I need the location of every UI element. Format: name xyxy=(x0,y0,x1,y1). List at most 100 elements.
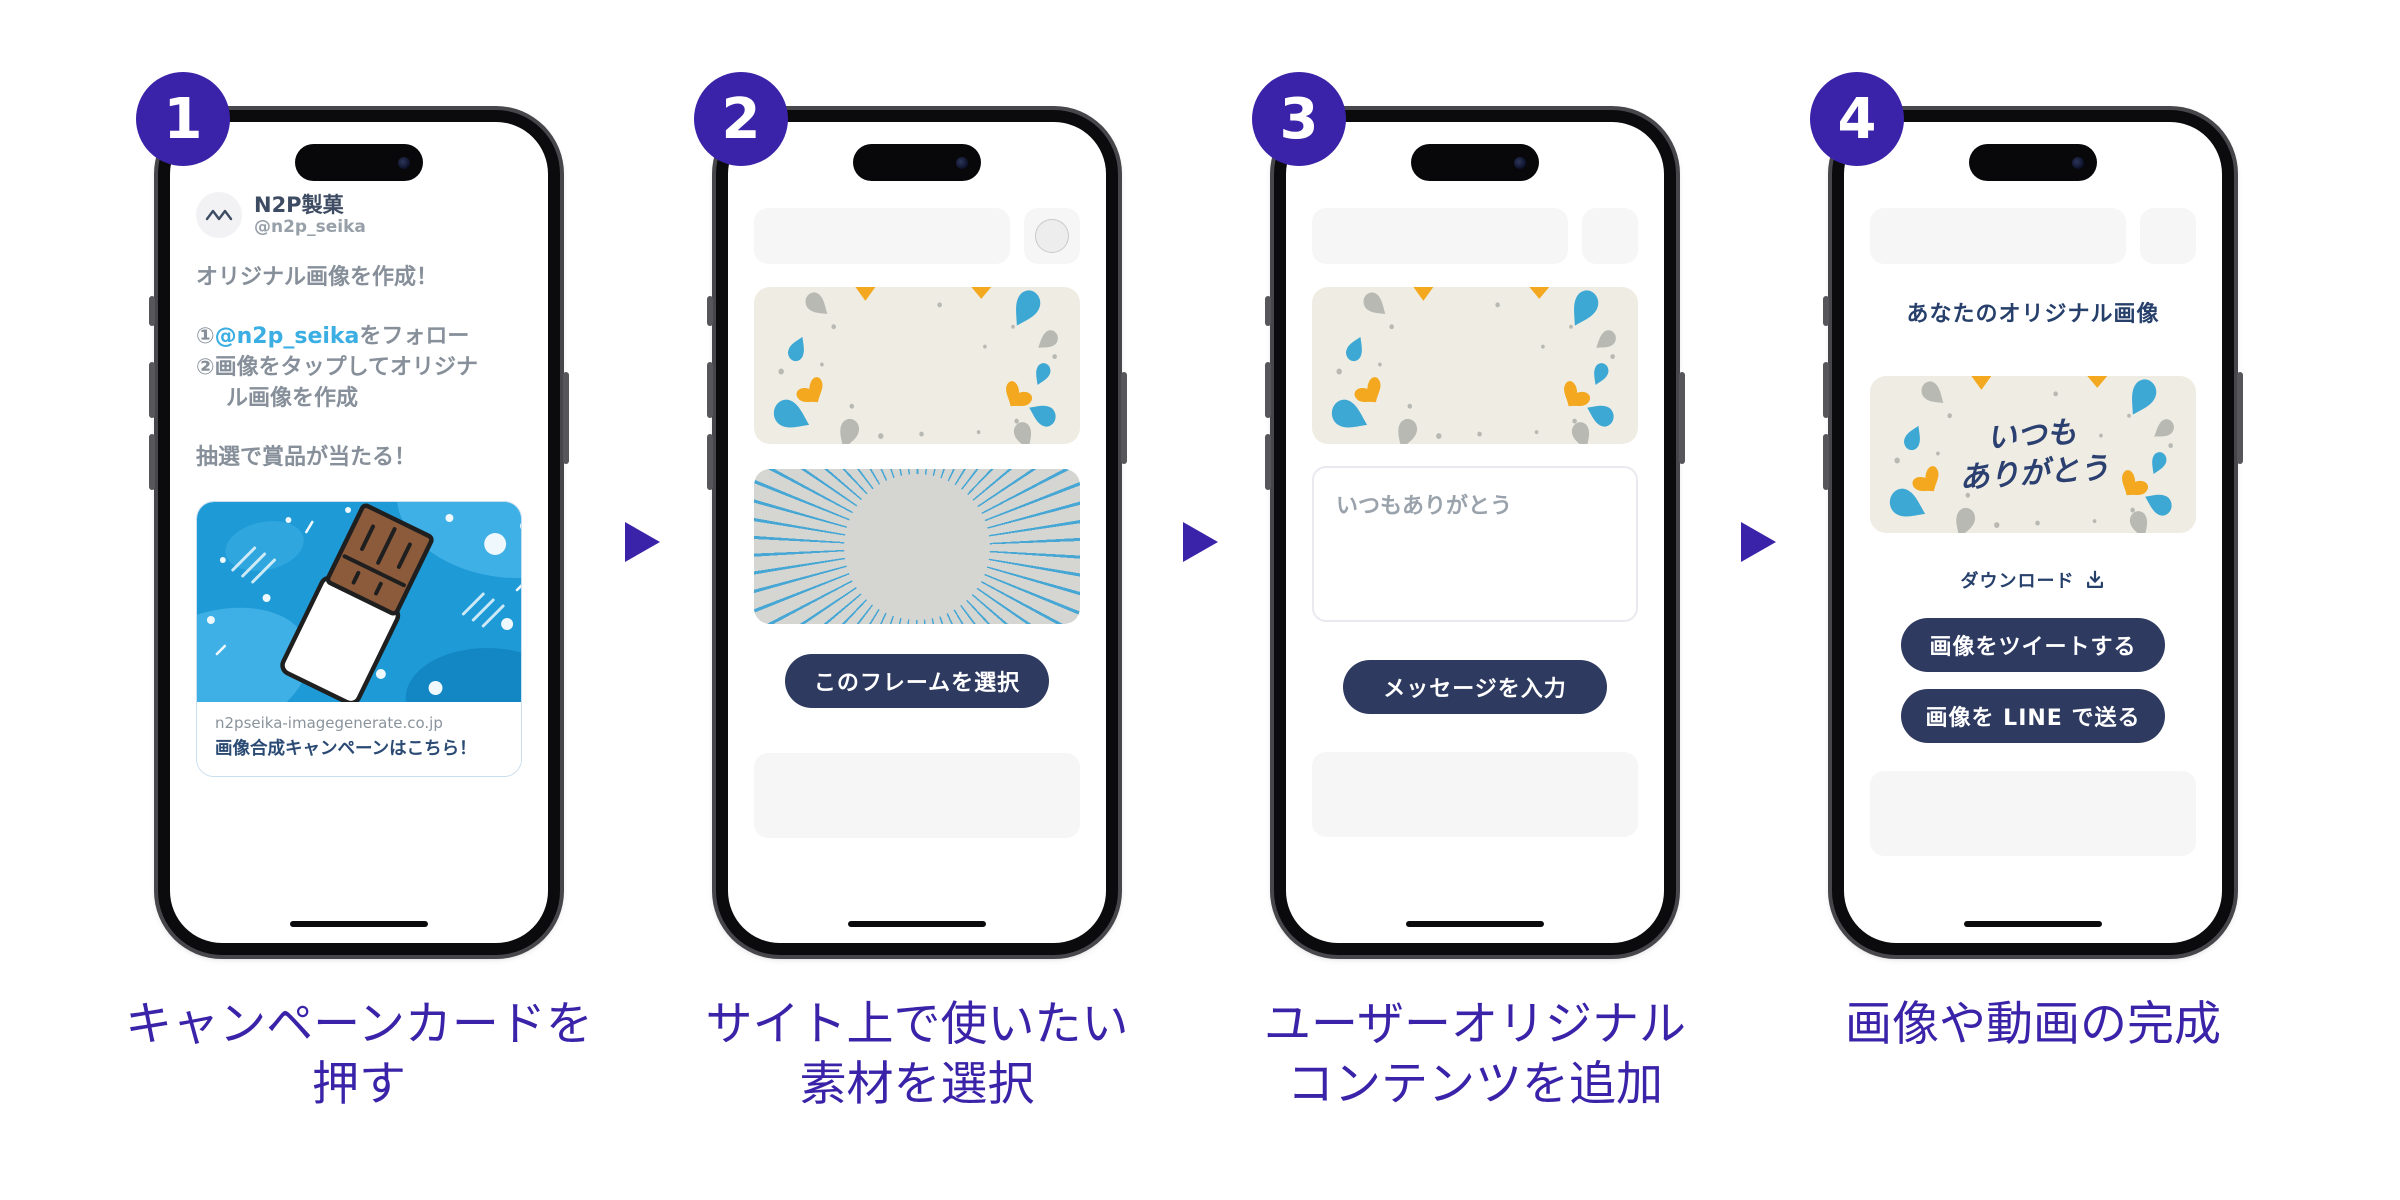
phone-side-button xyxy=(149,362,155,418)
phone-side-button xyxy=(2237,372,2243,464)
message-textarea[interactable]: いつもありがとう xyxy=(1312,466,1638,622)
phone-3-screen: いつもありがとう メッセージを入力 xyxy=(1286,122,1664,943)
header-row xyxy=(1870,208,2196,264)
camera-icon xyxy=(1514,156,1526,169)
phone-1: N2P製菓 @n2p_seika オリジナル画像を作成！ ①@n2p_seika… xyxy=(149,110,569,955)
tweet-steps: ①@n2p_seikaをフォロー ②画像をタップしてオリジナ ル画像を作成 xyxy=(196,324,478,411)
step-2: 2 xyxy=(694,72,1129,1115)
sunburst-center xyxy=(844,473,990,620)
camera-icon xyxy=(398,156,410,169)
tweet-prize: 抽選で賞品が当たる！ xyxy=(196,445,417,470)
header-placeholder xyxy=(1870,208,2126,264)
step-2-badge: 2 xyxy=(694,72,788,166)
phone-side-button xyxy=(563,372,569,464)
step-4-caption: 画像や動画の完成 xyxy=(1845,997,2221,1052)
tweet-image-button[interactable]: 画像をツイートする xyxy=(1901,618,2165,672)
chocolate-bar-illustration xyxy=(280,503,434,702)
content-placeholder xyxy=(1870,771,2196,856)
download-link[interactable]: ダウンロード xyxy=(1870,567,2196,593)
arrow-2 xyxy=(1126,110,1274,562)
phone-4-screen: あなたのオリジナル画像 いつも ありがとう ダウンロード xyxy=(1844,122,2222,943)
home-indicator xyxy=(1964,921,2102,927)
wave-logo-icon xyxy=(205,209,233,221)
header-avatar-placeholder xyxy=(1024,208,1080,264)
phone-side-button xyxy=(1823,296,1829,326)
arrow-1 xyxy=(568,110,716,562)
mention-link[interactable]: @n2p_seika xyxy=(214,324,360,349)
phone-side-button xyxy=(707,434,713,490)
phone-side-button xyxy=(1679,372,1685,464)
arrow-right-icon xyxy=(624,522,660,562)
phone-2: このフレームを選択 xyxy=(707,110,1127,955)
step-3: 3 xyxy=(1252,72,1686,1115)
download-icon xyxy=(2086,570,2103,588)
home-indicator xyxy=(290,921,428,927)
arrow-right-icon xyxy=(1182,522,1218,562)
enter-message-button[interactable]: メッセージを入力 xyxy=(1343,660,1607,714)
arrow-right-icon xyxy=(1740,522,1776,562)
campaign-card-title: 画像合成キャンペーンはこちら！ xyxy=(215,739,477,759)
phone-side-button xyxy=(1121,372,1127,464)
step-4-badge: 4 xyxy=(1810,72,1904,166)
dynamic-island xyxy=(295,144,423,181)
selected-frame-preview xyxy=(1312,287,1638,444)
camera-icon xyxy=(2072,156,2084,169)
campaign-card-image[interactable] xyxy=(197,502,521,702)
phone-2-screen: このフレームを選択 xyxy=(728,122,1106,943)
dynamic-island xyxy=(1969,144,2097,181)
tweet-author-name: N2P製菓 xyxy=(254,192,344,217)
select-frame-button[interactable]: このフレームを選択 xyxy=(785,654,1049,708)
phone-side-button xyxy=(1823,362,1829,418)
phone-4: あなたのオリジナル画像 いつも ありがとう ダウンロード xyxy=(1823,110,2243,955)
content-placeholder xyxy=(1312,752,1638,837)
step-1-badge: 1 xyxy=(136,72,230,166)
frame-option-splash[interactable] xyxy=(754,287,1080,444)
header-placeholder-small xyxy=(2140,208,2196,264)
header-row xyxy=(754,208,1080,264)
phone-side-button xyxy=(707,296,713,326)
campaign-card[interactable]: n2pseika-imagegenerate.co.jp 画像合成キャンペーンは… xyxy=(196,501,522,777)
phone-1-screen: N2P製菓 @n2p_seika オリジナル画像を作成！ ①@n2p_seika… xyxy=(170,122,548,943)
home-indicator xyxy=(848,921,986,927)
tweet-intro: オリジナル画像を作成！ xyxy=(196,265,439,290)
step-1-caption: キャンペーンカードを 押す xyxy=(125,997,593,1112)
step-1: 1 xyxy=(125,72,593,1115)
avatar xyxy=(196,192,242,238)
phone-side-button xyxy=(707,362,713,418)
dynamic-island xyxy=(853,144,981,181)
content-placeholder xyxy=(754,753,1080,838)
tweet-author-handle: @n2p_seika xyxy=(254,216,366,237)
result-title: あなたのオリジナル画像 xyxy=(1906,302,2160,327)
tweet-header: N2P製菓 @n2p_seika xyxy=(196,192,522,238)
campaign-card-footer[interactable]: n2pseika-imagegenerate.co.jp 画像合成キャンペーンは… xyxy=(197,702,521,776)
step-4: 4 あなたのオリジナル画像 xyxy=(1810,72,2243,1055)
tweet-body: オリジナル画像を作成！ ①@n2p_seikaをフォロー ②画像をタップしてオリ… xyxy=(196,262,522,473)
result-image-text: いつも ありがとう xyxy=(1958,414,2111,496)
phone-side-button xyxy=(149,296,155,326)
phone-side-button xyxy=(1265,434,1271,490)
camera-icon xyxy=(956,156,968,169)
step-2-caption: サイト上で使いたい 素材を選択 xyxy=(705,997,1129,1112)
line-share-button[interactable]: 画像を LINE で送る xyxy=(1901,689,2165,743)
phone-3: いつもありがとう メッセージを入力 xyxy=(1265,110,1685,955)
phone-side-button xyxy=(1265,296,1271,326)
campaign-card-domain: n2pseika-imagegenerate.co.jp xyxy=(215,714,443,732)
splash-frame-art xyxy=(754,287,1080,444)
step-3-caption: ユーザーオリジナル コンテンツを追加 xyxy=(1263,997,1687,1112)
avatar-circle xyxy=(1035,219,1069,253)
frame-option-sunburst[interactable] xyxy=(754,469,1080,624)
header-placeholder xyxy=(754,208,1010,264)
arrow-3 xyxy=(1684,110,1832,562)
step-3-badge: 3 xyxy=(1252,72,1346,166)
splash-frame-art xyxy=(1312,287,1638,444)
header-placeholder-small xyxy=(1582,208,1638,264)
download-label: ダウンロード xyxy=(1960,571,2075,592)
phone-side-button xyxy=(1823,434,1829,490)
phone-side-button xyxy=(1265,362,1271,418)
header-row xyxy=(1312,208,1638,264)
dynamic-island xyxy=(1411,144,1539,181)
phone-side-button xyxy=(149,434,155,490)
header-placeholder xyxy=(1312,208,1568,264)
home-indicator xyxy=(1406,921,1544,927)
